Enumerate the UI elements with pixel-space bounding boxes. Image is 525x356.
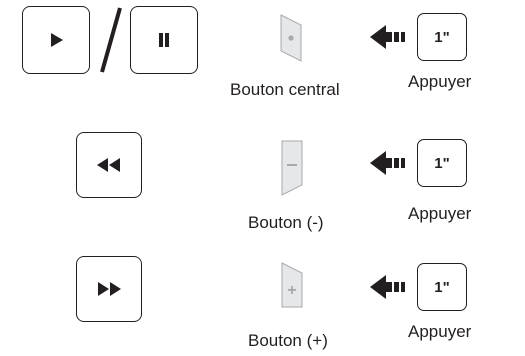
device-button-label: Bouton central	[230, 80, 340, 99]
central-button-illustration	[280, 14, 302, 62]
rewind-icon	[97, 158, 120, 172]
duration-box: 1"	[417, 139, 467, 187]
separator-slash	[94, 4, 128, 76]
minus-mark-icon	[287, 164, 297, 166]
device-button-label: Bouton (+)	[248, 331, 328, 350]
play-button[interactable]	[22, 6, 90, 74]
fast-forward-button[interactable]	[76, 256, 142, 322]
plus-button-illustration	[281, 262, 303, 308]
duration-text: 1"	[434, 278, 450, 296]
press-arrow-icon	[370, 150, 412, 176]
duration-text: 1"	[434, 28, 450, 46]
device-button-label: Bouton (-)	[248, 213, 324, 232]
pause-button[interactable]	[130, 6, 198, 74]
pause-icon	[159, 33, 169, 47]
duration-text: 1"	[434, 154, 450, 172]
rewind-button[interactable]	[76, 132, 142, 198]
duration-box: 1"	[417, 13, 467, 61]
duration-box: 1"	[417, 263, 467, 311]
action-label: Appuyer	[408, 204, 472, 223]
play-icon	[51, 33, 63, 47]
action-label: Appuyer	[408, 72, 472, 91]
press-arrow-icon	[370, 274, 412, 300]
action-label: Appuyer	[408, 322, 472, 341]
press-arrow-icon	[370, 24, 412, 50]
center-dot-icon	[288, 35, 294, 41]
fast-forward-icon	[98, 282, 121, 296]
minus-button-illustration	[281, 140, 303, 196]
